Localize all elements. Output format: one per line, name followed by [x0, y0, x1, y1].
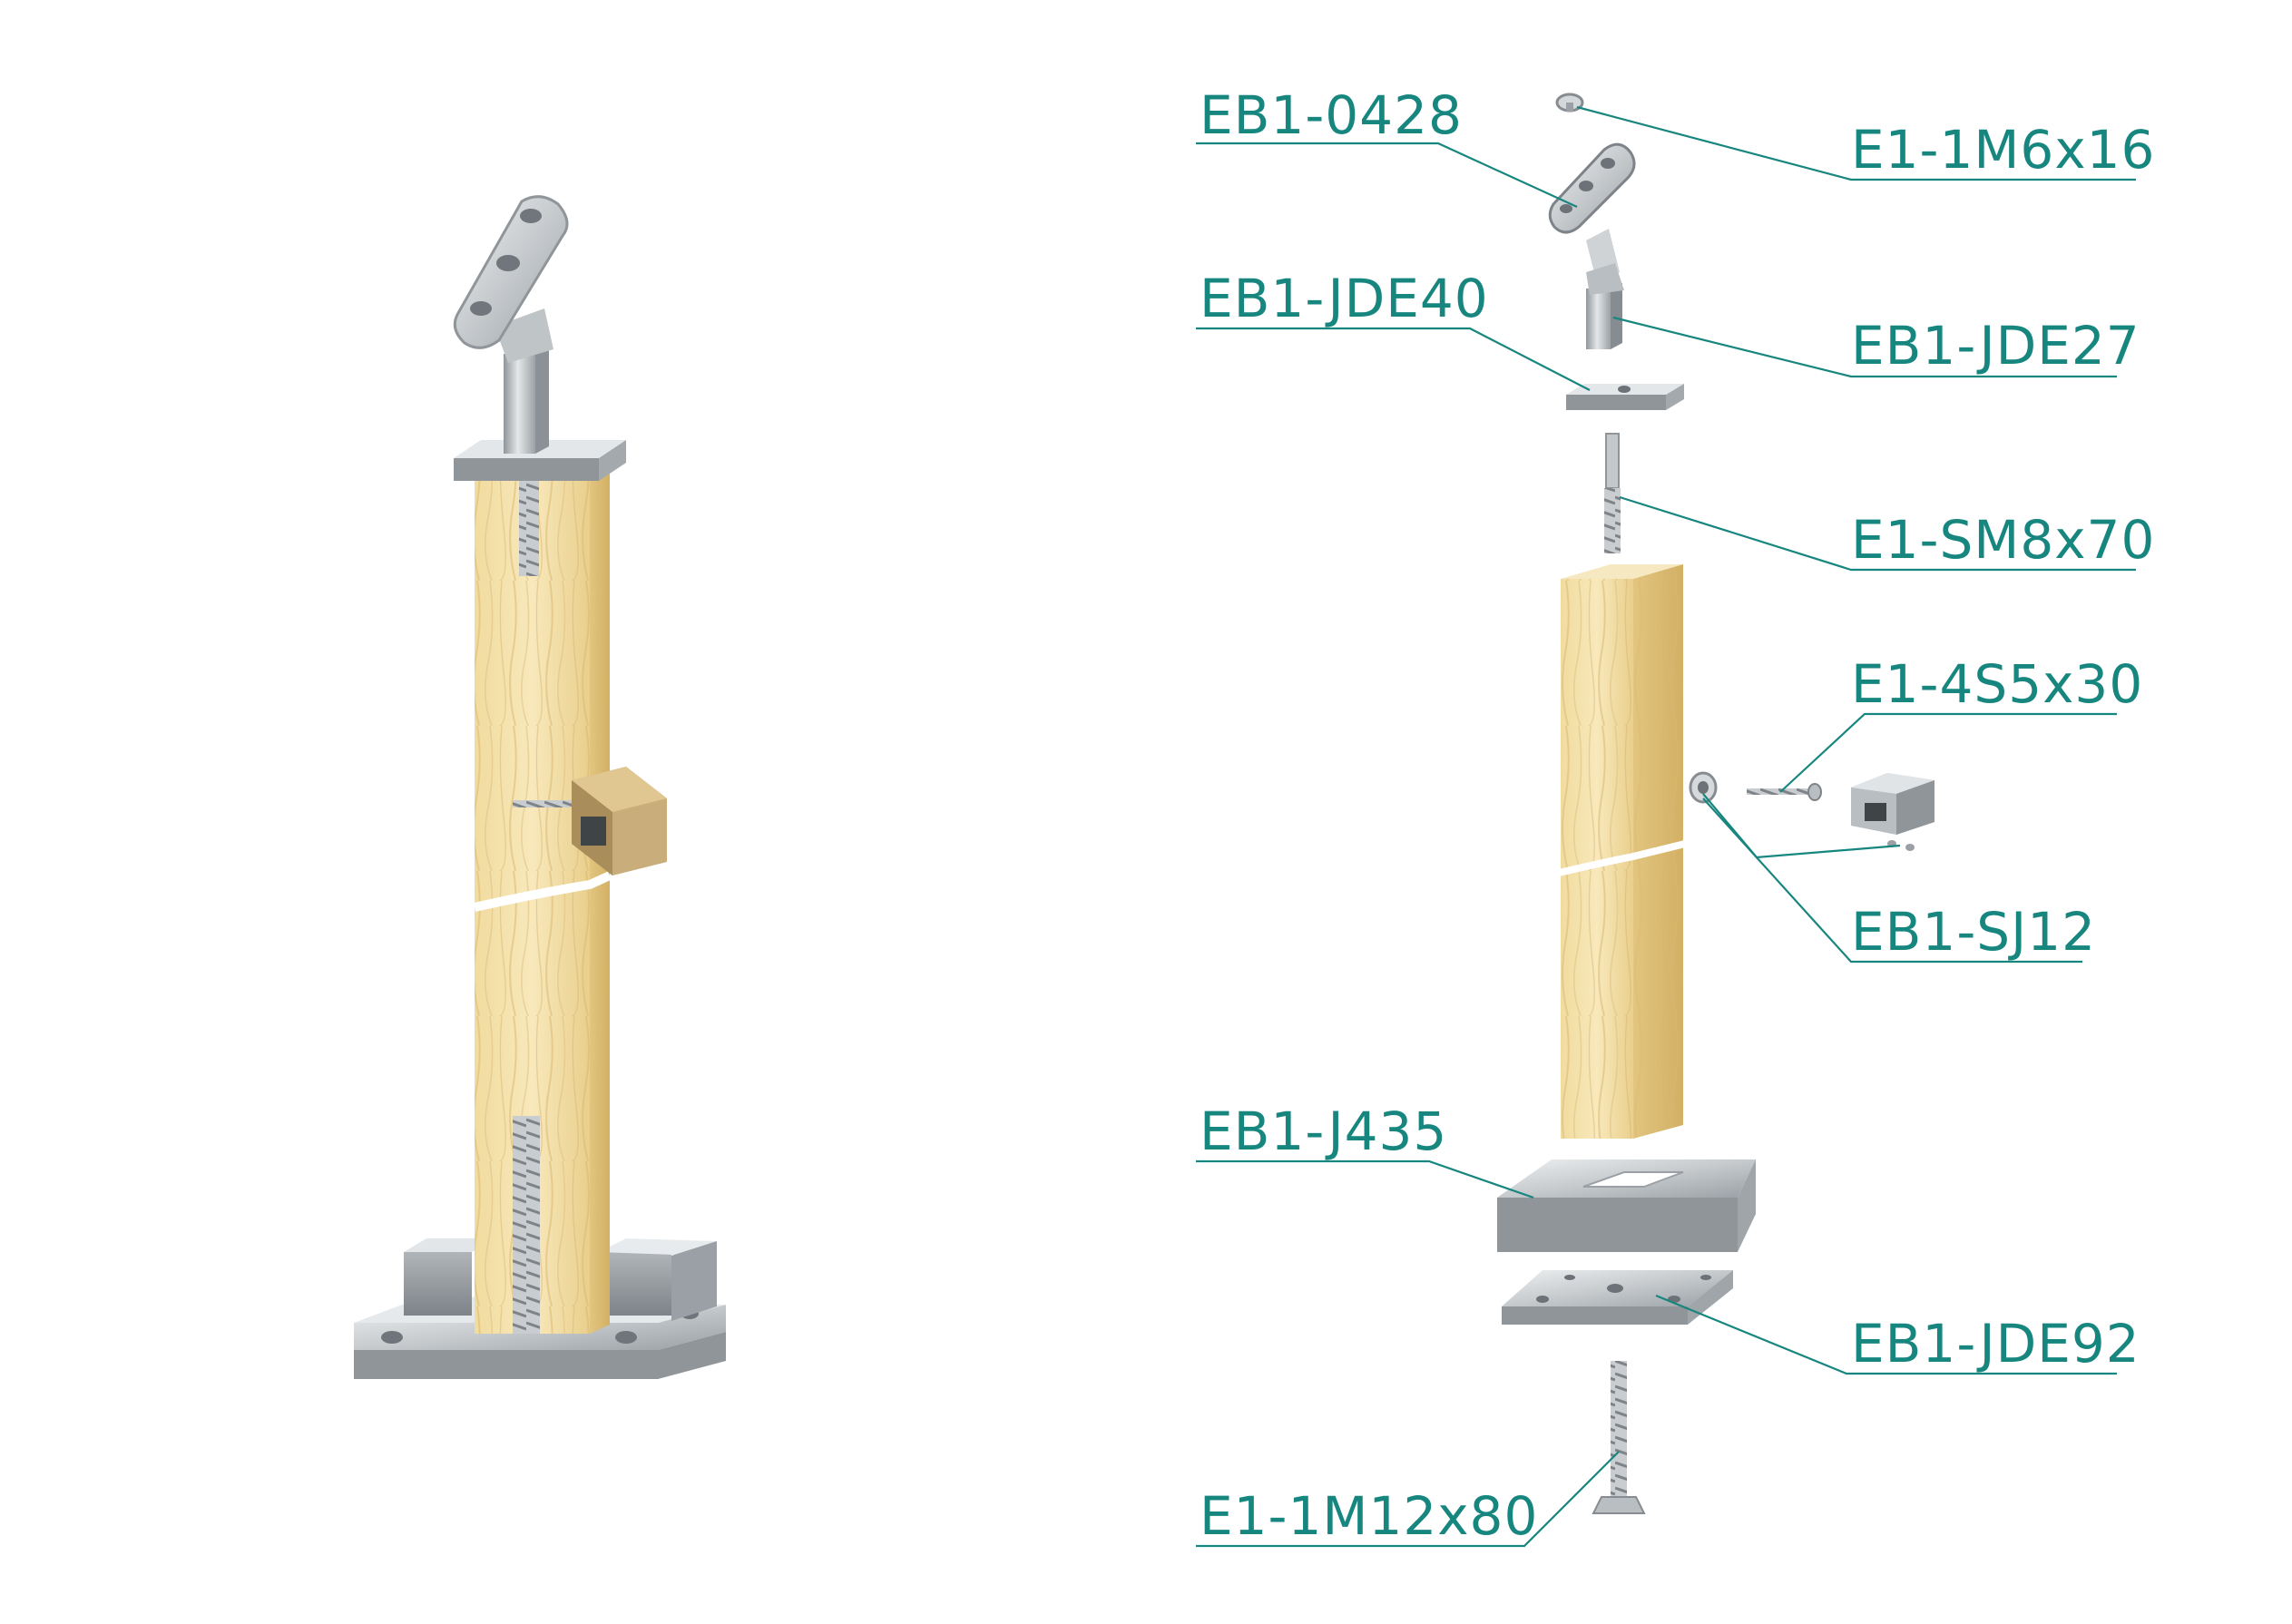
label-anchor-bolt: E1-1M12x80 [1200, 1485, 1539, 1547]
exploded-view [1497, 93, 1934, 1514]
leader-base-plate [1655, 1294, 2117, 1375]
anchor-bolt [1592, 1361, 1646, 1514]
leader-handrail-saddle [1196, 142, 1578, 209]
assembled-post [354, 195, 726, 1379]
assembled-wood-screw [513, 800, 585, 807]
leader-top-cap-plate [1196, 327, 1591, 391]
label-top-cap-plate: EB1-JDE40 [1200, 268, 1489, 329]
top-cap-plate [1566, 384, 1684, 410]
cut-line [473, 871, 612, 912]
wood-screw [1747, 783, 1822, 801]
base-hole [615, 1331, 637, 1344]
base-plate [1502, 1270, 1733, 1325]
rod-holder-sleeve [1689, 771, 1718, 804]
leader-adjustable-stem [1612, 316, 2117, 378]
assembled-anchor-bolt [513, 1116, 540, 1334]
label-handrail-saddle: EB1-0428 [1200, 84, 1463, 146]
assembled-wood-post [473, 458, 612, 1334]
adjustable-stem [1586, 229, 1624, 349]
assembled-base-cover [404, 1238, 717, 1321]
leader-rod-holder-lower [1702, 797, 2082, 964]
leader-base-cover [1196, 1159, 1534, 1199]
base-hole [381, 1331, 403, 1344]
leader-lines [1196, 105, 2136, 1548]
wood-post [1558, 564, 1686, 1139]
hanger-bolt [1604, 433, 1621, 553]
assembled-rod-holder [572, 767, 667, 876]
leader-hanger-bolt [1619, 495, 2136, 572]
label-adjustable-stem: EB1-JDE27 [1851, 315, 2140, 377]
label-saddle-screw: E1-1M6x16 [1851, 119, 2156, 181]
rod-holder-block [1851, 773, 1934, 851]
assembled-hanger-bolt [519, 476, 539, 576]
label-hanger-bolt: E1-SM8x70 [1851, 509, 2156, 571]
assembled-saddle [453, 195, 569, 349]
label-base-cover: EB1-J435 [1200, 1101, 1448, 1162]
label-base-plate: EB1-JDE92 [1851, 1313, 2140, 1375]
leader-wood-screw [1779, 712, 2117, 793]
base-cover [1497, 1159, 1756, 1252]
handrail-saddle [1548, 142, 1636, 234]
cut-line [1558, 840, 1686, 876]
label-wood-screw: E1-4S5x30 [1851, 653, 2144, 715]
label-rod-holder: EB1-SJ12 [1851, 901, 2096, 963]
saddle-screw [1555, 93, 1584, 113]
leader-anchor-bolt [1196, 1451, 1620, 1548]
leader-saddle-screw [1576, 105, 2136, 181]
